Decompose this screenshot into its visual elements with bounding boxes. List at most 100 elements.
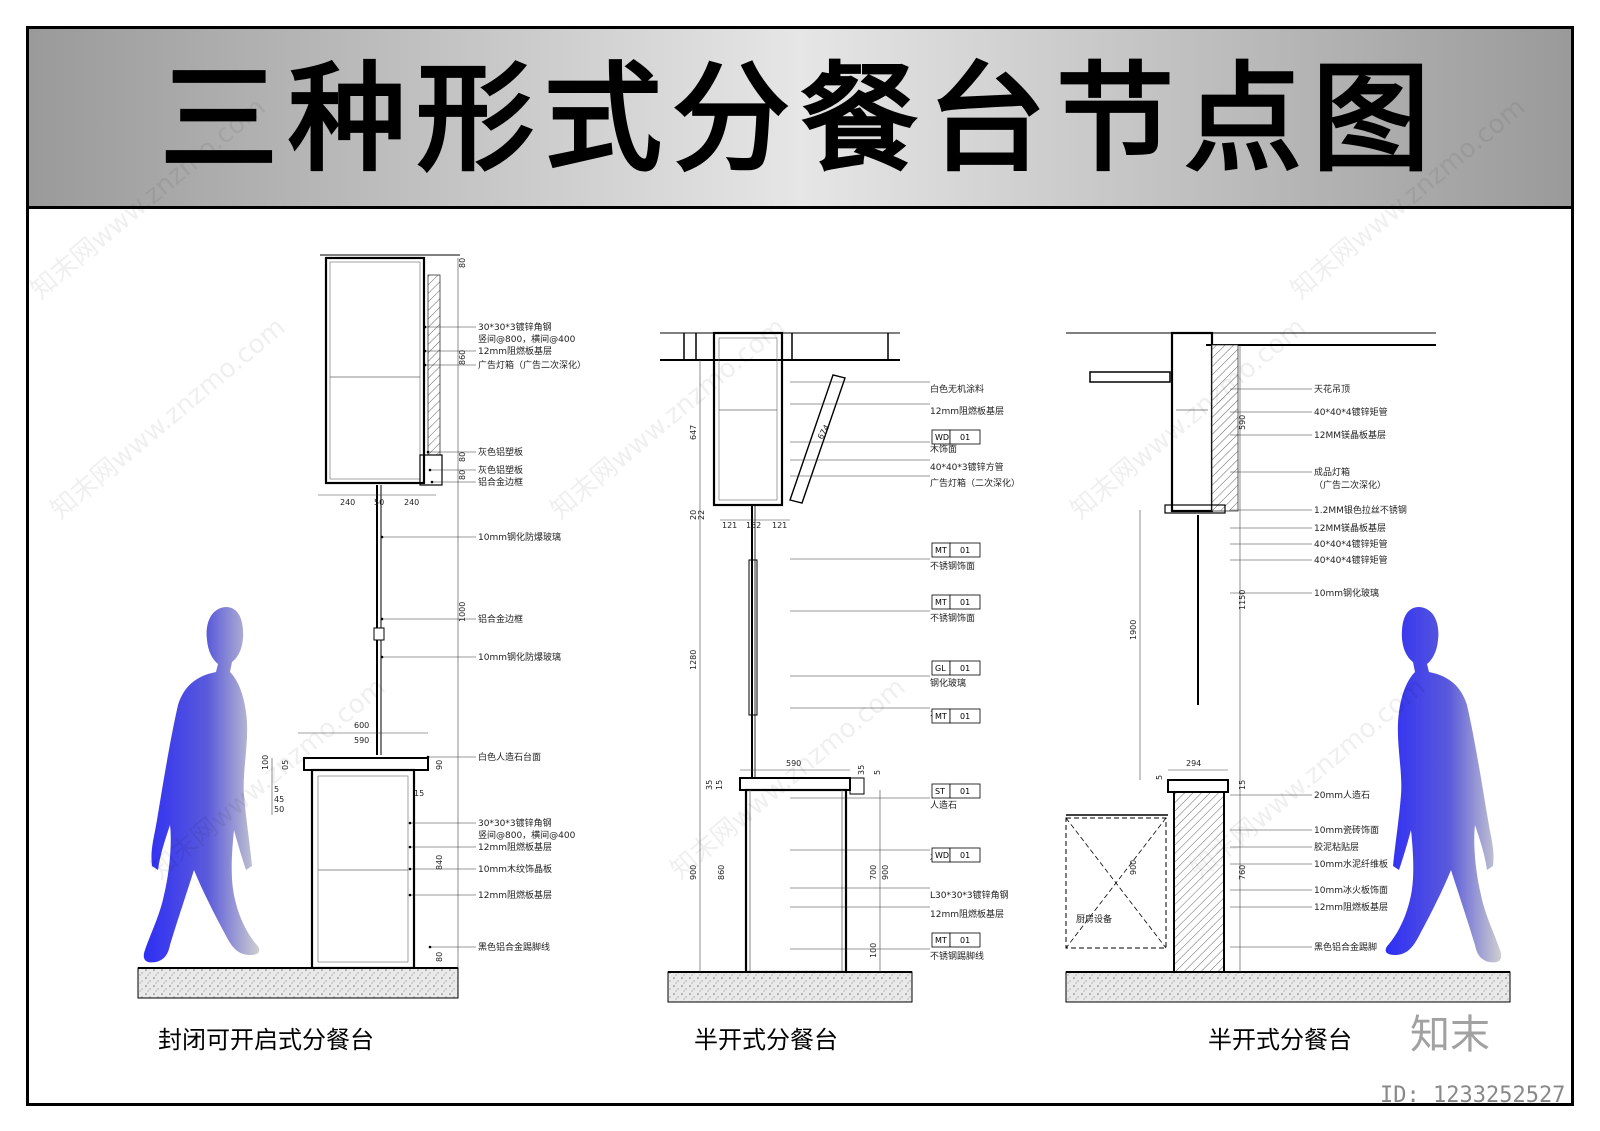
callout-label: 胶泥粘贴层: [1314, 841, 1359, 853]
callout-label: 白色无机涂料: [930, 383, 984, 395]
watermark-text: 知末网www.znzmo.com: [665, 672, 911, 885]
leader-dot: [380, 617, 384, 621]
dimension-value: 100: [869, 943, 878, 958]
dimension-value: 1280: [689, 650, 698, 670]
callout-label: 40*40*4镀锌矩管: [1314, 538, 1388, 550]
dimension-value: 80: [458, 470, 467, 480]
dimension-value: 5: [274, 785, 279, 794]
leader-dot: [408, 867, 412, 871]
callout-label: 10mm冰火板饰面: [1314, 884, 1388, 896]
watermark-text: 知末网www.znzmo.com: [45, 312, 291, 525]
caption-left: 封闭可开启式分餐台: [158, 1026, 374, 1054]
tag-number: 01: [960, 787, 970, 796]
callout-label: 10mm钢化防爆玻璃: [478, 531, 561, 543]
dimension-value: 80: [435, 952, 444, 962]
dimension-value: 840: [435, 855, 444, 870]
tag-num-box: [949, 847, 981, 863]
dimension-value: 900: [689, 865, 698, 880]
drawing-frame: 三种形式分餐台节点图: [26, 26, 1574, 1106]
leader-dot: [430, 480, 434, 484]
tag-number: 01: [960, 712, 970, 721]
dimension-value: 90: [435, 760, 444, 770]
callout-label: 竖间@800，横间@400: [478, 829, 576, 841]
callout-label: 30*30*3镀锌角钢: [478, 321, 552, 333]
dimension-value: 80: [458, 258, 467, 268]
callout-label: 30*30*3镀锌角钢: [478, 817, 552, 829]
callout-label: 40*40*4镀锌矩管: [1314, 406, 1388, 418]
tag-code: MT: [935, 936, 947, 945]
material-tag: MT 01: [931, 594, 981, 610]
tag-code: MT: [935, 598, 947, 607]
leader-dot: [428, 945, 432, 949]
tag-code: WD: [935, 433, 949, 442]
dimension-value: 590: [354, 736, 369, 745]
right-section-drawing: [1065, 331, 1511, 1003]
tag-code: ST: [935, 787, 945, 796]
tag-num-box: [949, 594, 981, 610]
dimension-value: 240: [404, 498, 419, 507]
caption-right: 半开式分餐台: [1208, 1026, 1352, 1054]
dimension-value: 1000: [458, 602, 467, 622]
dimension-value: 152: [746, 521, 761, 530]
callout-label: 10mm水泥纤维板: [1314, 858, 1388, 870]
dimension-value: 100: [261, 755, 270, 770]
tag-code: MT: [935, 712, 947, 721]
tag-num-box: [949, 660, 981, 676]
callout-label: 不锈钢踢脚线: [930, 950, 984, 962]
leader-dot: [408, 893, 412, 897]
human-silhouette-left: [143, 607, 260, 963]
dimension-value: 5: [1155, 775, 1164, 780]
callout-label: 12mm阻燃板基层: [930, 908, 1004, 920]
callout-label: 广告灯箱（二次深化）: [930, 477, 1020, 489]
dimension-value: 1900: [1129, 620, 1138, 640]
callout-label: 12MM镁晶板基层: [1314, 429, 1386, 441]
callout-label: 成品灯箱: [1314, 466, 1350, 478]
tag-num-box: [949, 708, 981, 724]
dimension-value: 900: [881, 865, 890, 880]
dimension-value: 22: [697, 510, 706, 520]
dimension-value: 900: [1129, 860, 1138, 875]
leader-dot: [423, 325, 427, 329]
tag-num-box: [949, 429, 981, 445]
image-id-label: ID: 1233252527: [1380, 1083, 1565, 1108]
material-tag: ST 01: [931, 783, 981, 799]
caption-middle: 半开式分餐台: [694, 1026, 838, 1054]
watermark-text: 知末网www.znzmo.com: [545, 312, 791, 525]
watermark-text: 知末网www.znzmo.com: [1285, 92, 1531, 305]
leader-dot: [423, 349, 427, 353]
dimension-value: 760: [1238, 865, 1247, 880]
dimension-value: 240: [340, 498, 355, 507]
callout-label: 20mm人造石: [1314, 789, 1370, 801]
dimension-value: 05: [281, 760, 290, 770]
callout-label: 10mm瓷砖饰面: [1314, 824, 1379, 836]
dimension-value: 294: [1186, 759, 1201, 768]
material-tag: MT 01: [931, 708, 981, 724]
dimension-value: 590: [786, 759, 801, 768]
callout-label: 12mm阻燃板基层: [478, 345, 552, 357]
tag-number: 01: [960, 598, 970, 607]
watermark-text: 知末网www.znzmo.com: [25, 92, 271, 305]
callout-label: 木饰面: [930, 443, 957, 455]
kitchen-equipment-note: 厨房设备: [1076, 913, 1112, 925]
callout-label: 铝合金边框: [478, 476, 523, 488]
callout-label: L30*30*3镀锌角钢: [930, 889, 1009, 901]
dimension-value: 35: [705, 780, 714, 790]
callout-label: （广告二次深化）: [1314, 479, 1386, 491]
dimension-value: 50: [274, 805, 284, 814]
callout-label: 1.2MM银色拉丝不锈钢: [1314, 504, 1407, 516]
callout-label: 天花吊顶: [1314, 383, 1350, 395]
leader-dot: [426, 450, 430, 454]
tag-number: 01: [960, 664, 970, 673]
page-title: 三种形式分餐台节点图: [159, 50, 1440, 188]
tag-number: 01: [960, 936, 970, 945]
dimension-value: 35: [857, 765, 866, 775]
dimension-value: 700: [869, 865, 878, 880]
dimension-value: 647: [689, 425, 698, 440]
